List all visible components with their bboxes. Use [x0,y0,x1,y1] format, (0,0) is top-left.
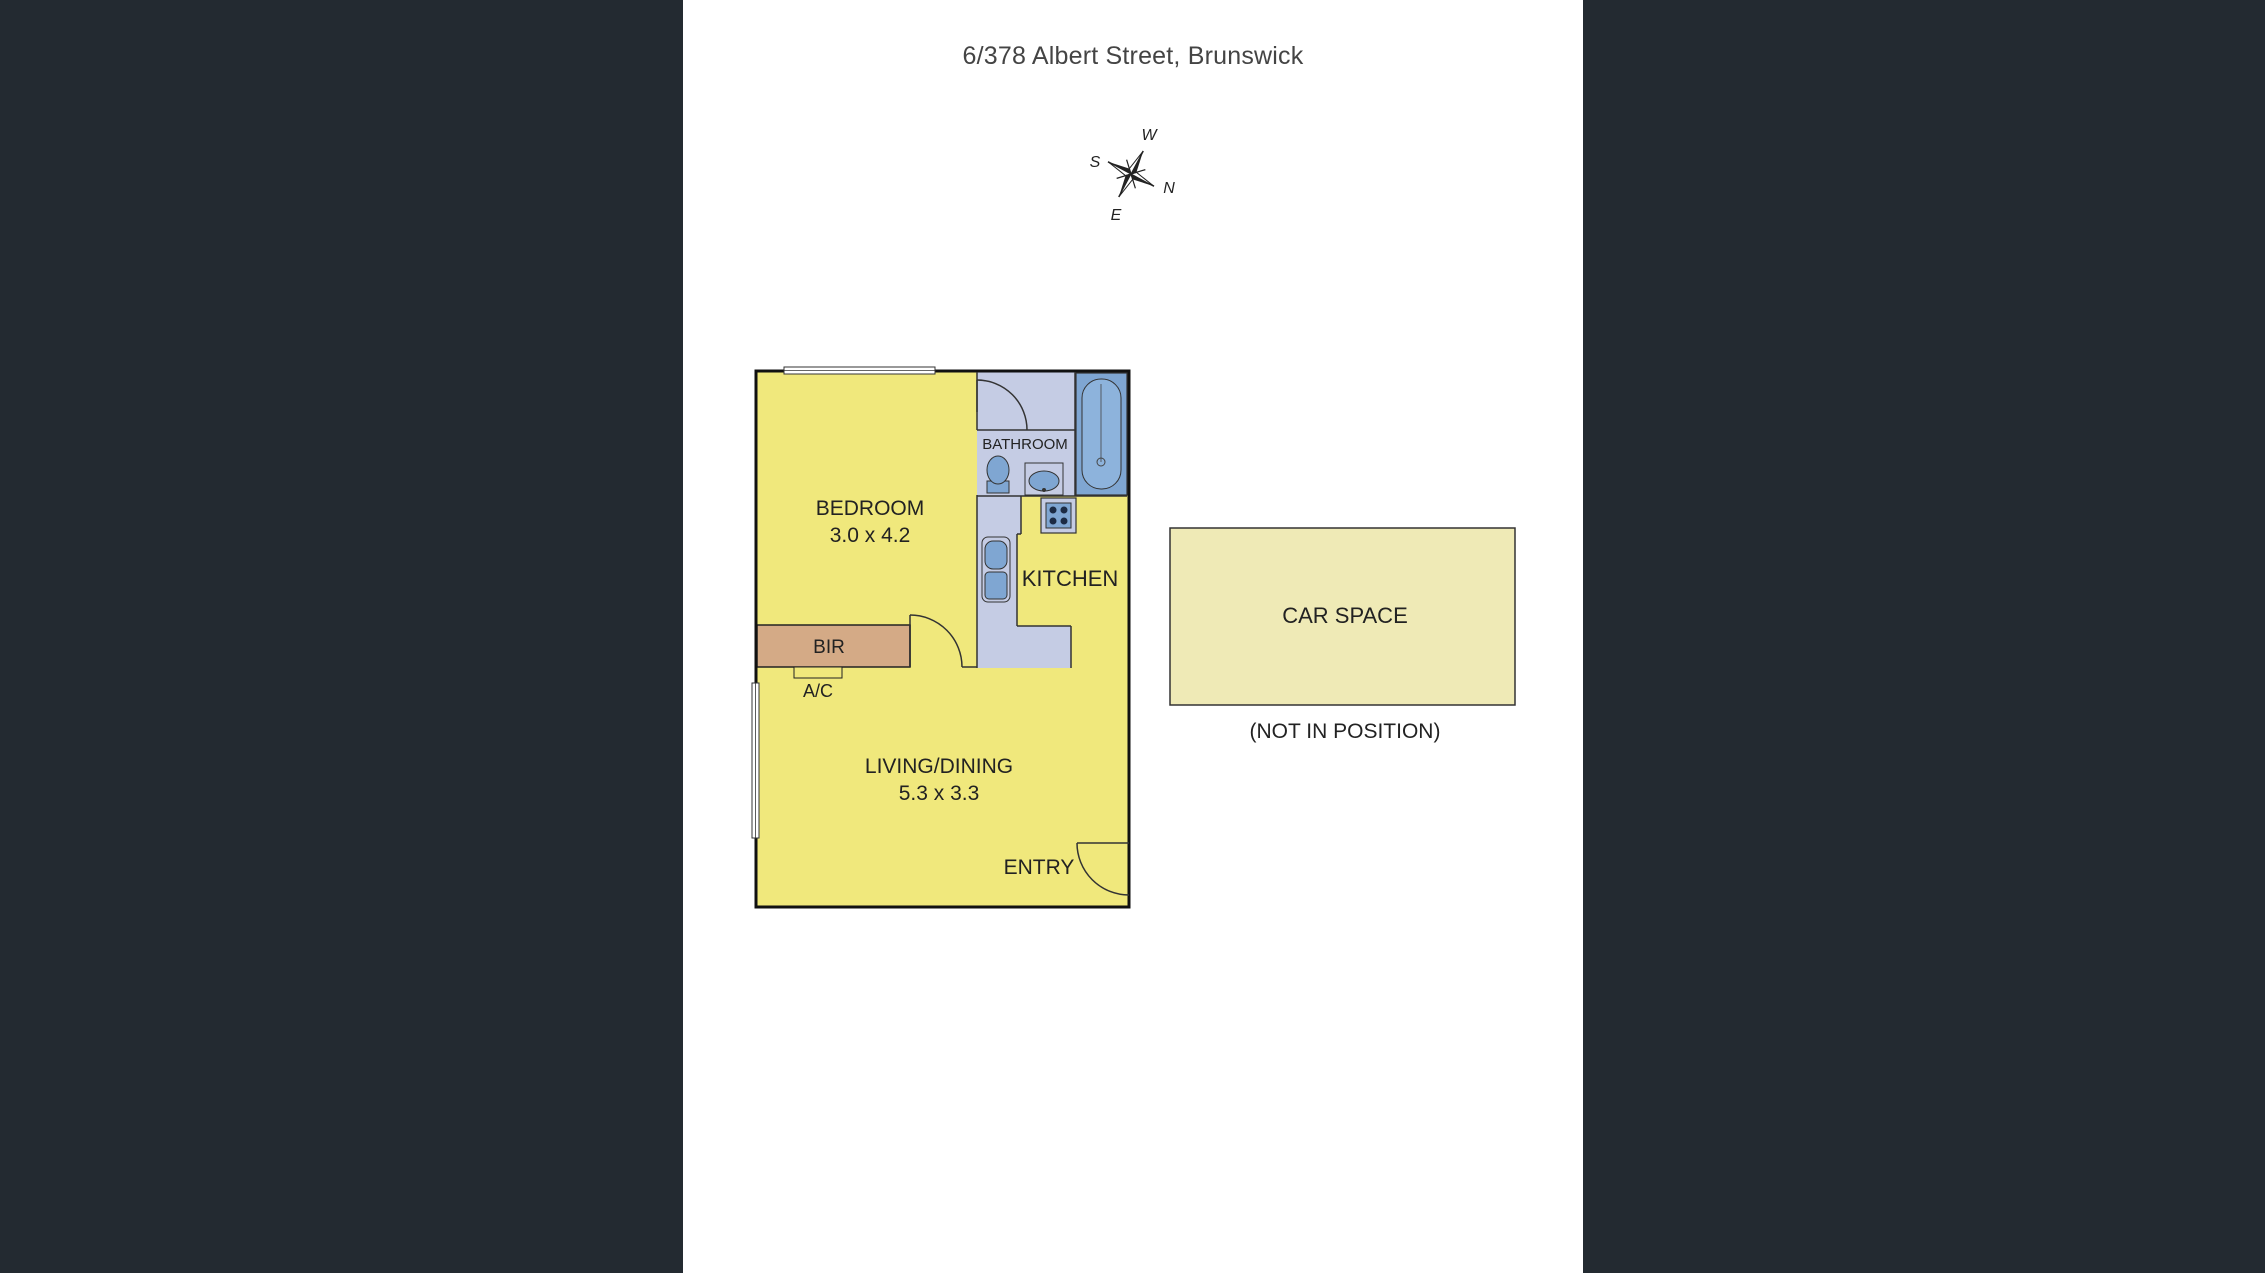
window-left [751,682,760,839]
entry-label: ENTRY [1004,856,1075,879]
bathtub-icon [1075,372,1128,496]
ac-unit [793,666,843,679]
basin-icon [1024,462,1064,496]
car-space-label: CAR SPACE [1282,603,1408,628]
walls [754,369,1131,909]
entry-door [1076,842,1130,896]
car-space-area [1169,527,1516,706]
compass-north-label: N [1163,180,1175,197]
property-address: 6/378 Albert Street, Brunswick [962,42,1304,70]
living-size: 5.3 x 3.3 [899,782,980,805]
sink-icon [981,536,1011,603]
ac-label: A/C [803,681,833,701]
window-top [783,366,936,375]
floorplan-drawing: N S E W [751,127,1516,909]
bedroom-label: BEDROOM [816,497,925,520]
living-label: LIVING/DINING [865,755,1013,778]
bathroom-door [976,379,1028,431]
bir-cupboard [756,624,911,668]
cooktop-icon [1040,497,1077,534]
compass-rose-icon [1107,150,1155,198]
compass-west-label: W [1141,127,1158,144]
floorplan-sheet: 6/378 Albert Street, Brunswick N [683,0,1583,1273]
kitchen-label: KITCHEN [1022,566,1119,591]
compass-east-label: E [1111,207,1122,224]
compass-south-label: S [1090,154,1101,171]
car-space-note: (NOT IN POSITION) [1250,720,1441,743]
bathroom-label: BATHROOM [982,436,1068,453]
bedroom-door [909,614,977,668]
toilet-icon [986,455,1010,494]
bir-label: BIR [813,637,845,658]
bedroom-size: 3.0 x 4.2 [830,524,911,547]
